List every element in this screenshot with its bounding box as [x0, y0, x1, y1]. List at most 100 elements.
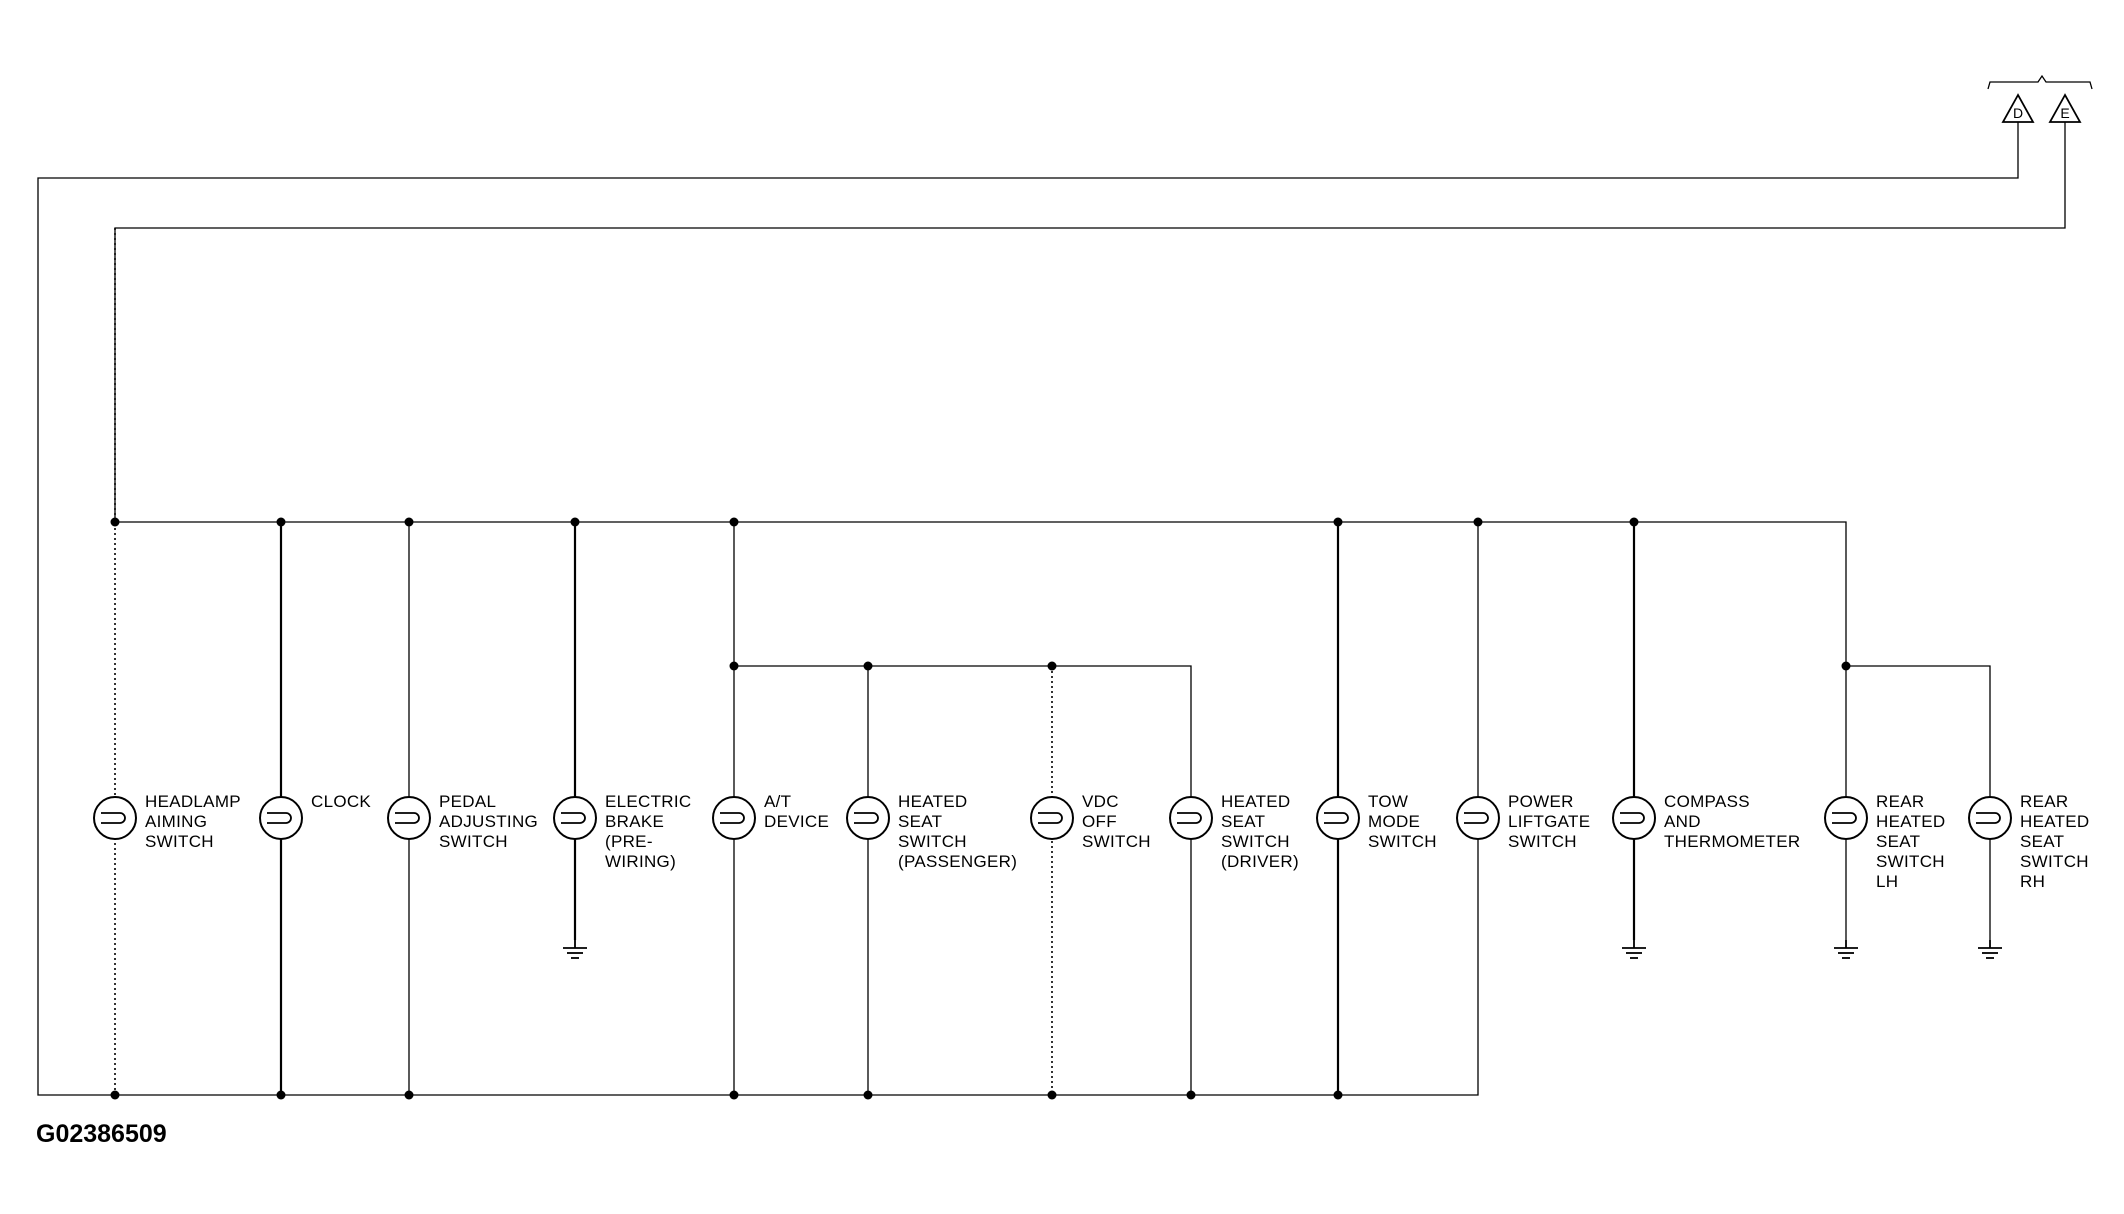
connector-d-label: D — [2013, 105, 2023, 121]
clock-bulb: CLOCK — [259, 792, 371, 840]
ground-symbol — [1834, 940, 1858, 959]
wire-d-loop — [37, 122, 2019, 1096]
rear-heated-seat-switch-rh-label-line: REAR — [2020, 792, 2068, 811]
junctions — [110, 517, 1851, 1100]
power-liftgate-switch-label-line: POWER — [1508, 792, 1574, 811]
pedal-adjusting-switch-label-line: SWITCH — [439, 832, 508, 851]
tow-mode-switch-label-line: MODE — [1368, 812, 1420, 831]
headlamp-aiming-switch-label-line: AIMING — [145, 812, 207, 831]
at-device-label-line: A/T — [764, 792, 791, 811]
bulb-filament-icon — [1324, 812, 1349, 824]
bulb-filament-icon — [720, 812, 745, 824]
compass-and-thermometer-label-line: THERMOMETER — [1664, 832, 1800, 851]
at-device-label-line: DEVICE — [764, 812, 829, 831]
pedal-adjusting-switch-label-line: ADJUSTING — [439, 812, 538, 831]
bulb-filament-icon — [1976, 812, 2001, 824]
rear-heated-seat-switch-rh-label-line: RH — [2020, 872, 2045, 891]
heated-seat-switch-driver-label-line: SWITCH — [1221, 832, 1290, 851]
bulb-icon — [1030, 796, 1074, 840]
bulb-icon — [387, 796, 431, 840]
connector-e-label: E — [2060, 105, 2069, 121]
compass-and-thermometer-label-line: AND — [1664, 812, 1701, 831]
bulb-icon — [1612, 796, 1656, 840]
connector-d: D — [2001, 93, 2035, 123]
ground-symbol — [1978, 940, 2002, 959]
headlamp-aiming-switch-label-line: SWITCH — [145, 832, 214, 851]
rear-heated-seat-switch-rh-label-line: HEATED — [2020, 812, 2090, 831]
bulb-filament-icon — [561, 812, 586, 824]
power-liftgate-switch-label-line: LIFTGATE — [1508, 812, 1590, 831]
compass-and-thermometer-label-line: COMPASS — [1664, 792, 1750, 811]
vdc-off-switch-label-line: OFF — [1082, 812, 1117, 831]
headlamp-aiming-switch-label-line: HEADLAMP — [145, 792, 241, 811]
bulb-filament-icon — [101, 812, 126, 824]
bulb-icon — [1316, 796, 1360, 840]
heated-seat-switch-driver-label-line: SEAT — [1221, 812, 1265, 831]
bulb-filament-icon — [1464, 812, 1489, 824]
bulb-filament-icon — [1620, 812, 1645, 824]
heated-seat-switch-driver-label-line: (DRIVER) — [1221, 852, 1299, 871]
tow-mode-switch-label-line: SWITCH — [1368, 832, 1437, 851]
electric-brake-label-line: WIRING) — [605, 852, 676, 871]
electric-brake-label-line: ELECTRIC — [605, 792, 691, 811]
bulb-filament-icon — [1177, 812, 1202, 824]
wire-e-feed — [114, 122, 2066, 522]
bulb-icon — [93, 796, 137, 840]
heated-seat-switch-passenger-label-line: SWITCH — [898, 832, 967, 851]
bulb-icon — [1456, 796, 1500, 840]
diagram-code: G02386509 — [36, 1120, 167, 1148]
bulb-icon — [1169, 796, 1213, 840]
vdc-off-switch-label-line: VDC — [1082, 792, 1119, 811]
clock-label-line: CLOCK — [311, 792, 371, 811]
tow-mode-switch-label-line: TOW — [1368, 792, 1408, 811]
electric-brake-label-line: BRAKE — [605, 812, 664, 831]
connector-bracket — [1987, 74, 2093, 90]
secondary-bus-right — [1846, 665, 1991, 940]
bulb-icon — [1824, 796, 1868, 840]
bulb-icon — [1968, 796, 2012, 840]
bulb-filament-icon — [1832, 812, 1857, 824]
rear-heated-seat-switch-lh-label-line: SEAT — [1876, 832, 1920, 851]
bulb-icon — [846, 796, 890, 840]
heated-seat-switch-passenger-label-line: (PASSENGER) — [898, 852, 1017, 871]
bulb-filament-icon — [267, 812, 292, 824]
connector-e: E — [2048, 93, 2082, 123]
rear-heated-seat-switch-lh-label-line: HEATED — [1876, 812, 1946, 831]
ground-symbol — [563, 940, 587, 959]
rear-heated-seat-switch-rh-label-line: SEAT — [2020, 832, 2064, 851]
pedal-adjusting-switch-label-line: PEDAL — [439, 792, 496, 811]
bulb-filament-icon — [395, 812, 420, 824]
heated-seat-switch-passenger-label-line: SEAT — [898, 812, 942, 831]
bulb-icon — [553, 796, 597, 840]
power-liftgate-switch-label-line: SWITCH — [1508, 832, 1577, 851]
rear-heated-seat-switch-lh-label-line: SWITCH — [1876, 852, 1945, 871]
electric-brake-label-line: (PRE- — [605, 832, 653, 851]
main-bus — [115, 521, 1847, 940]
rear-heated-seat-switch-lh-label-line: LH — [1876, 872, 1898, 891]
clock-label: CLOCK — [311, 792, 371, 811]
